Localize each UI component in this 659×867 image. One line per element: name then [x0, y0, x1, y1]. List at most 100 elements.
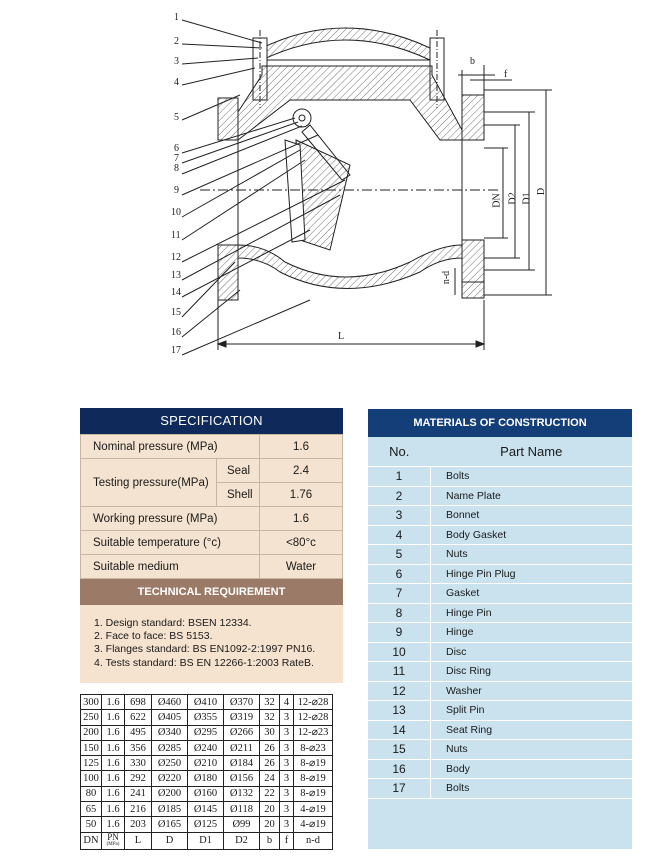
table-cell-f: 4: [279, 693, 294, 711]
table-cell-d1: Ø410: [187, 693, 224, 711]
table-cell-l: 356: [124, 739, 152, 757]
table-cell-l: 216: [124, 801, 152, 818]
table-cell-nd: 8-⌀19: [293, 785, 333, 803]
table-cell-b: 26: [259, 755, 280, 772]
technical-requirement-panel: TECHNICAL REQUIREMENT 1. Design standard…: [80, 579, 343, 683]
callout-12: 12: [171, 252, 181, 263]
table-cell-pn: 1.6: [101, 770, 125, 787]
part-number: 15: [368, 739, 431, 760]
table-cell-d: Ø340: [151, 724, 188, 741]
table-cell-nd: 4-⌀19: [293, 801, 333, 818]
table-cell-d1: Ø355: [187, 709, 224, 726]
list-item: 1. Design standard: BSEN 12334.: [94, 617, 252, 629]
callout-16: 16: [171, 327, 181, 338]
callout-4: 4: [174, 77, 179, 88]
technical-requirement-list: 1. Design standard: BSEN 12334. 2. Face …: [80, 605, 343, 670]
table-cell-nd: 8-⌀23: [293, 739, 333, 757]
col-header-f: f: [279, 831, 294, 850]
part-name: Gasket: [430, 583, 632, 604]
table-cell-d2: Ø118: [223, 801, 260, 818]
pn-label: PN: [107, 831, 119, 842]
table-cell-l: 241: [124, 785, 152, 803]
materials-header-row: No. Part Name: [368, 437, 632, 467]
table-cell-b: 32: [259, 693, 280, 711]
table-cell-f: 3: [279, 816, 294, 833]
table-cell-pn: 1.6: [101, 693, 125, 711]
table-cell-l: 698: [124, 693, 152, 711]
part-name: Hinge Pin Plug: [430, 564, 632, 584]
table-cell-f: 3: [279, 709, 294, 726]
dim-label-d2: D2: [507, 192, 519, 205]
valve-section-drawing: 1 2 3 4 5 6 7 8 9 10 11 12 13 14 15 16 1…: [0, 0, 659, 380]
part-name: Disc Ring: [430, 661, 632, 682]
part-name: Seat Ring: [430, 720, 632, 740]
table-cell-d: Ø250: [151, 755, 188, 772]
part-number: 12: [368, 681, 431, 701]
spec-sublabel: Seal: [216, 458, 260, 483]
col-header-d1: D1: [187, 831, 224, 850]
spec-label: Working pressure (MPa): [80, 506, 260, 531]
table-cell-l: 203: [124, 816, 152, 833]
part-name: Hinge: [430, 622, 632, 643]
table-cell-pn: 1.6: [101, 785, 125, 803]
part-name: Bonnet: [430, 505, 632, 526]
part-number: 3: [368, 505, 431, 526]
col-header-no: No.: [368, 437, 431, 467]
table-cell-d2: Ø99: [223, 816, 260, 833]
table-cell-b: 26: [259, 739, 280, 757]
callout-8: 8: [174, 163, 179, 174]
table-cell-pn: 1.6: [101, 755, 125, 772]
table-cell-dn: 200: [80, 724, 102, 741]
table-cell-d1: Ø145: [187, 801, 224, 818]
table-cell-d: Ø405: [151, 709, 188, 726]
specification-table: Nominal pressure (MPa) 1.6 Testing press…: [80, 434, 343, 579]
table-cell-d2: Ø156: [223, 770, 260, 787]
spec-row-nominal: Nominal pressure (MPa) 1.6: [80, 434, 343, 459]
col-header-d: D: [151, 831, 188, 850]
col-header-l: L: [124, 831, 152, 850]
table-cell-d: Ø200: [151, 785, 188, 803]
table-cell-d1: Ø240: [187, 739, 224, 757]
table-cell-d2: Ø370: [223, 693, 260, 711]
table-cell-d: Ø285: [151, 739, 188, 757]
dim-label-f: f: [504, 69, 508, 80]
table-cell-pn: 1.6: [101, 739, 125, 757]
materials-panel: MATERIALS OF CONSTRUCTION No. Part Name …: [368, 409, 632, 849]
table-cell-nd: 4-⌀19: [293, 816, 333, 833]
callout-5: 5: [174, 112, 179, 123]
table-cell-b: 22: [259, 785, 280, 803]
dim-label-dn: DN: [491, 193, 503, 208]
table-cell-d2: Ø184: [223, 755, 260, 772]
spec-label: Nominal pressure (MPa): [80, 434, 260, 459]
part-number: 11: [368, 661, 431, 682]
part-number: 4: [368, 525, 431, 545]
table-cell-f: 3: [279, 739, 294, 757]
table-cell-f: 3: [279, 801, 294, 818]
table-cell-pn: 1.6: [101, 801, 125, 818]
dim-label-d1: D1: [521, 192, 533, 205]
table-cell-d: Ø185: [151, 801, 188, 818]
table-cell-d2: Ø266: [223, 724, 260, 741]
spec-row-medium: Suitable medium Water: [80, 554, 343, 579]
table-cell-pn: 1.6: [101, 709, 125, 726]
table-cell-d2: Ø319: [223, 709, 260, 726]
part-number: 1: [368, 466, 431, 487]
spec-row-seal: Testing pressure(MPa) Seal 2.4: [80, 458, 343, 507]
part-number: 9: [368, 622, 431, 643]
spec-value: 1.6: [259, 434, 343, 459]
callout-3: 3: [174, 56, 179, 67]
table-cell-nd: 8-⌀19: [293, 770, 333, 787]
table-cell-nd: 12-⌀28: [293, 709, 333, 726]
spec-value: 1.6: [259, 506, 343, 531]
